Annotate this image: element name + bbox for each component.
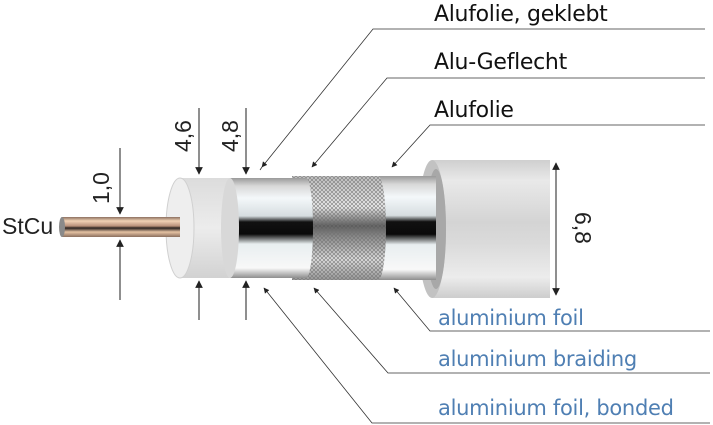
conductor-label: StCu	[2, 213, 54, 239]
label-de-outer-foil: Alufolie, geklebt	[434, 2, 608, 27]
leader-lines-bottom	[263, 287, 710, 424]
label-en-braid: aluminium braiding	[438, 347, 637, 371]
dim-dielectric-diameter: 4,6	[170, 120, 196, 152]
dim-outer-diameter: 6,8	[570, 212, 596, 244]
label-en-inner-foil: aluminium foil	[438, 306, 584, 330]
label-de-inner-foil: Alufolie	[434, 98, 514, 123]
outer-jacket	[418, 160, 550, 298]
leader-lines-top	[259, 28, 705, 171]
dim-foil-diameter: 4,8	[217, 120, 243, 152]
dielectric-layer	[165, 177, 239, 279]
dim-conductor-diameter: 1,0	[88, 172, 114, 204]
copper-conductor	[59, 217, 180, 237]
bonded-foil-layer	[226, 178, 313, 278]
dimension-arrows	[116, 108, 560, 320]
label-en-outer-foil: aluminium foil, bonded	[438, 396, 674, 420]
label-de-braid: Alu-Geflecht	[434, 50, 567, 75]
